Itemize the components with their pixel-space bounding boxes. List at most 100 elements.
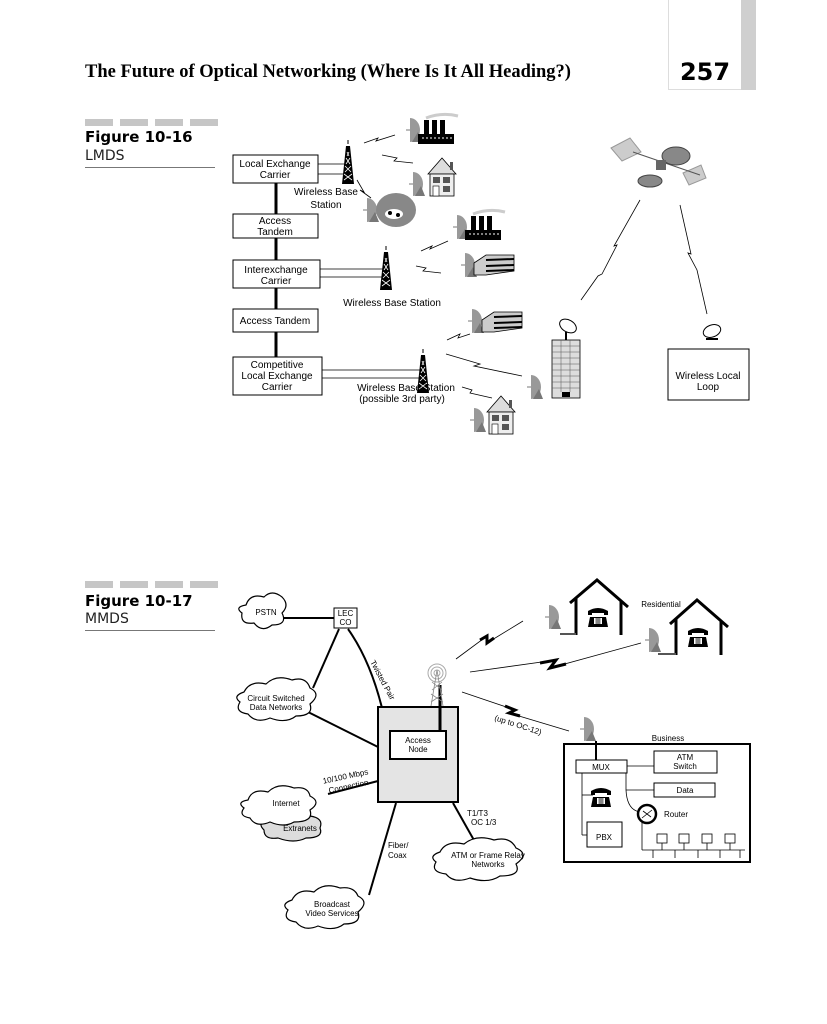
box-data: Data xyxy=(653,782,716,798)
link-line xyxy=(320,268,384,278)
dish-antenna-icon xyxy=(469,407,487,433)
network-links xyxy=(284,617,476,896)
wireless-base-station-label: Wireless Base Station xyxy=(357,383,455,394)
wireless-tower-icon xyxy=(341,139,355,185)
box-label: Access xyxy=(259,216,291,227)
box-label: CO xyxy=(340,618,352,627)
figure-number: Figure 10-16 xyxy=(85,128,193,146)
figure-rule xyxy=(85,167,215,168)
box-label: PBX xyxy=(596,833,613,842)
wireless-tower-icon xyxy=(379,245,393,291)
running-title: The Future of Optical Networking (Where … xyxy=(85,62,571,82)
farm-icon xyxy=(376,193,416,227)
link-line xyxy=(318,163,346,175)
box-label: Access Tandem xyxy=(240,316,310,327)
fiber-coax-label: Fiber/ xyxy=(388,841,409,850)
cloud-label: Circuit Switched xyxy=(247,694,304,703)
box-label: Wireless Local xyxy=(675,371,740,382)
wireless-base-station-label: Wireless Base Station xyxy=(343,298,441,309)
skyscraper-icon xyxy=(551,318,581,399)
figure-marker xyxy=(85,581,218,588)
figure-caption: MMDS xyxy=(85,611,129,627)
box-local-exchange-carrier: Local Exchange Carrier xyxy=(232,154,319,184)
box-label: Local Exchange xyxy=(239,159,311,170)
box-label: Competitive xyxy=(251,360,304,371)
figure-number: Figure 10-17 xyxy=(85,592,193,610)
workstation-icons xyxy=(656,833,736,850)
box-atm-switch: ATM Switch xyxy=(653,750,718,774)
office-building-icon xyxy=(473,254,515,276)
page-tab-bar xyxy=(741,0,756,90)
residential-house-icon xyxy=(560,578,629,635)
cloud-internet: Internet xyxy=(240,785,317,826)
box-access-tandem-2: Access Tandem xyxy=(232,308,319,333)
office-building-icon xyxy=(481,311,523,333)
business-enclosure: MUX ATM Switch Data PBX Router xyxy=(563,741,751,863)
link-line xyxy=(322,369,421,379)
page-number: 257 xyxy=(679,58,731,86)
telephone-icon xyxy=(687,627,709,648)
cloud-label: PSTN xyxy=(255,608,277,617)
residential-house-icon xyxy=(658,598,729,655)
box-label: Carrier xyxy=(260,170,291,181)
box-pbx: PBX xyxy=(586,821,623,848)
dish-antenna-icon xyxy=(408,171,426,197)
cloud-label: Internet xyxy=(272,799,300,808)
cloud-broadcast-video-services: Broadcast Video Services xyxy=(284,885,365,930)
dish-antenna-icon xyxy=(644,627,662,653)
mmds-diagram: PSTN Circuit Switched Data Networks Extr… xyxy=(236,578,751,930)
figure-caption: LMDS xyxy=(85,148,125,164)
box-label: Local Exchange xyxy=(241,371,313,382)
factory-icon xyxy=(416,112,460,146)
dish-antenna-icon xyxy=(526,374,544,400)
wireless-base-station-label: Station xyxy=(310,200,341,211)
cloud-label: Networks xyxy=(471,860,504,869)
access-node-label: Access xyxy=(405,736,431,745)
box-label: Carrier xyxy=(261,276,292,287)
figure-marker xyxy=(85,119,218,126)
access-node-enclosure: Access Node xyxy=(377,685,459,803)
factory-icon xyxy=(463,208,507,242)
dish-antenna-icon xyxy=(544,604,562,630)
box-interexchange-carrier: Interexchange Carrier xyxy=(232,259,321,289)
t1-t3-label: OC 1/3 xyxy=(471,818,497,827)
box-lec-co: LEC CO xyxy=(333,607,358,629)
house-icon xyxy=(486,395,516,435)
telephone-icon xyxy=(590,787,612,808)
box-label: Carrier xyxy=(262,382,293,393)
lmds-diagram: Local Exchange Carrier Access Tandem Int… xyxy=(232,112,750,435)
cloud-label: Extranets xyxy=(283,824,317,833)
cloud-label: Video Services xyxy=(305,909,358,918)
telephone-icon xyxy=(587,607,609,628)
wireless-base-station-label: Wireless Base xyxy=(294,187,358,198)
satellite-icon xyxy=(610,137,707,188)
box-label: MUX xyxy=(592,763,610,772)
cloud-label: ATM or Frame Relay xyxy=(451,851,525,860)
box-label: Data xyxy=(677,786,694,795)
box-label: LEC xyxy=(338,609,354,618)
cloud-circuit-switched-data-networks: Circuit Switched Data Networks xyxy=(236,677,317,722)
access-node-label: Node xyxy=(408,745,428,754)
cloud-label: Broadcast xyxy=(314,900,351,909)
fiber-coax-label: Coax xyxy=(388,851,407,860)
cloud-pstn: PSTN xyxy=(238,592,287,630)
business-label: Business xyxy=(652,734,684,743)
radio-tower-icon xyxy=(427,663,447,707)
figure-rule xyxy=(85,630,215,631)
t1-t3-label: T1/T3 xyxy=(467,809,488,818)
box-access-tandem: Access Tandem xyxy=(232,213,319,239)
box-wireless-local-loop: Wireless Local Loop xyxy=(667,348,750,401)
wireless-base-station-label: (possible 3rd party) xyxy=(359,394,445,405)
box-mux: MUX xyxy=(575,759,628,774)
box-label: Tandem xyxy=(257,227,293,238)
box-label: Interexchange xyxy=(244,265,308,276)
cloud-label: Data Networks xyxy=(250,703,302,712)
cloud-atm-frame-relay-networks: ATM or Frame Relay Networks xyxy=(432,837,525,882)
residential-label: Residential xyxy=(641,600,681,609)
box-label: Switch xyxy=(673,762,697,771)
box-label: ATM xyxy=(677,753,694,762)
box-label: Loop xyxy=(697,382,720,393)
satellite-links xyxy=(580,199,708,315)
router-label: Router xyxy=(664,810,688,819)
